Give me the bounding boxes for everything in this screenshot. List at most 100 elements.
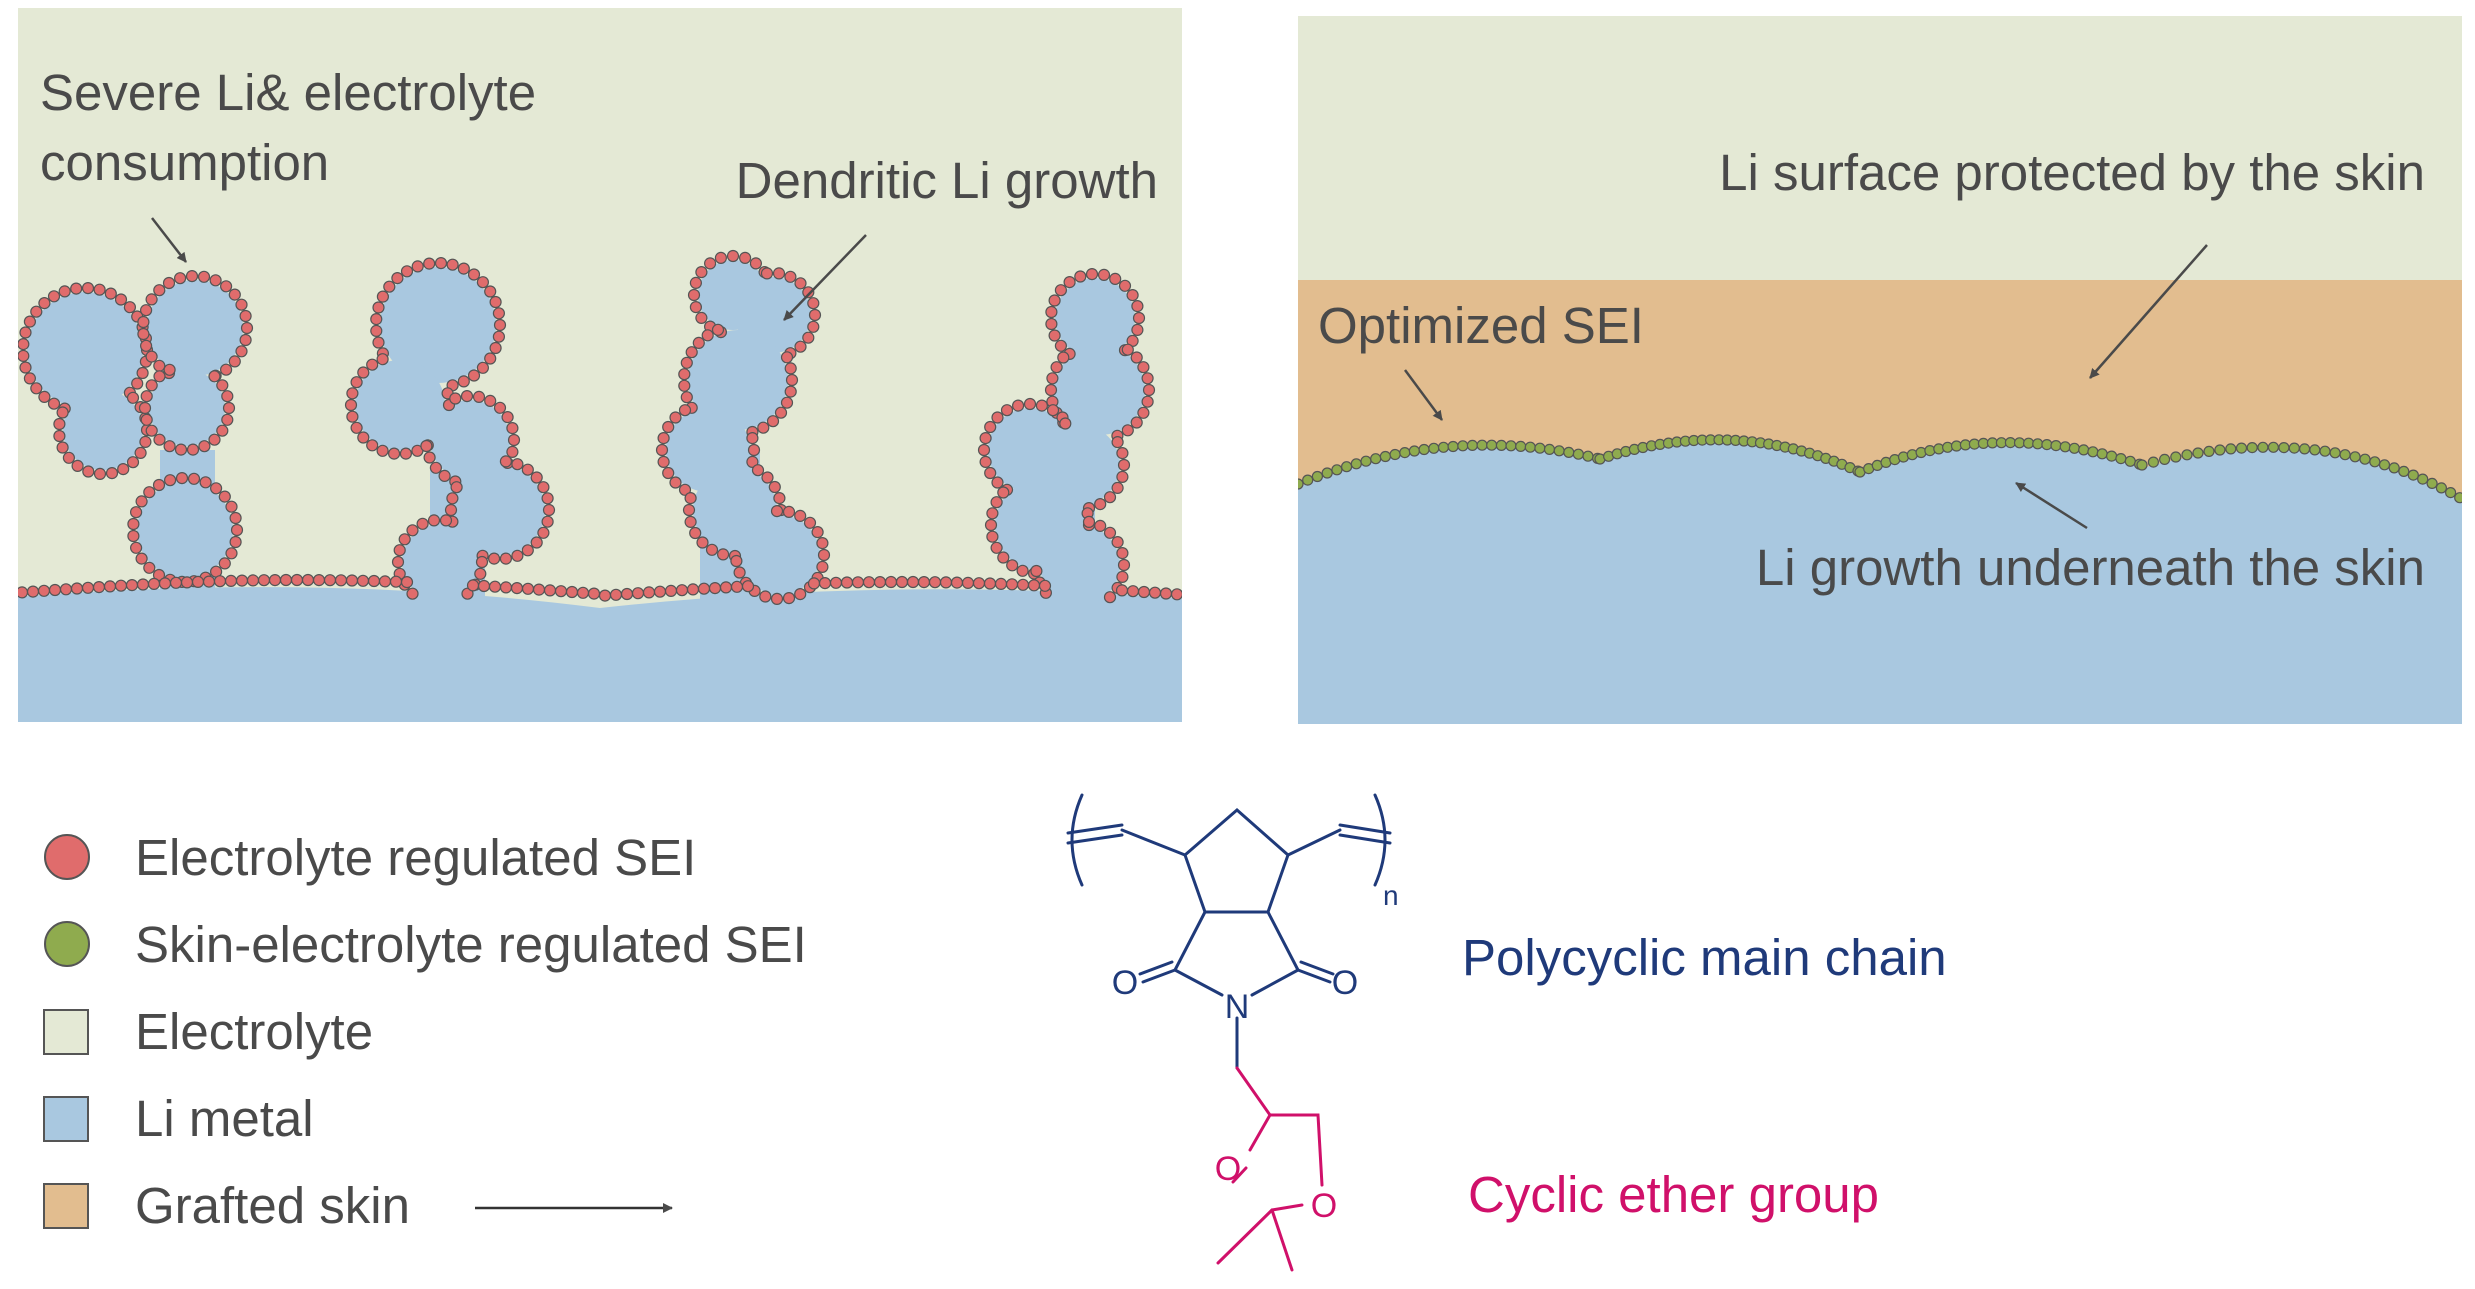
red-sei-bead-icon: [228, 355, 241, 368]
red-sei-bead-icon: [1057, 351, 1070, 364]
red-sei-bead-icon: [714, 251, 728, 264]
red-sei-bead-icon: [81, 581, 95, 594]
red-sei-bead-icon: [225, 500, 238, 513]
red-sei-bead-icon: [18, 338, 30, 351]
red-sei-bead-icon: [93, 467, 107, 480]
red-sei-swatch-icon: [44, 834, 90, 880]
red-sei-bead-icon: [153, 359, 166, 372]
red-sei-bead-icon: [747, 443, 761, 457]
green-sei-bead-icon: [2398, 465, 2410, 477]
red-sei-bead-icon: [1030, 564, 1043, 578]
red-sei-bead-icon: [541, 515, 554, 528]
red-sei-bead-icon: [1137, 406, 1150, 419]
red-sei-bead-icon: [114, 293, 128, 306]
red-sei-bead-icon: [689, 526, 702, 540]
red-sei-bead-icon: [979, 455, 992, 468]
red-sei-bead-icon: [653, 585, 667, 598]
red-sei-bead-icon: [1116, 470, 1129, 483]
red-sei-bead-icon: [1159, 587, 1173, 600]
red-sei-bead-icon: [145, 379, 158, 392]
red-sei-bead-icon: [37, 584, 51, 597]
growth-arrow: [2015, 481, 2088, 530]
legend-item-electrolyte-regulated-sei: Electrolyte regulated SEI: [44, 829, 696, 886]
red-sei-bead-icon: [598, 589, 612, 602]
red-sei-bead-icon: [140, 413, 153, 426]
green-sei-bead-icon: [2078, 444, 2090, 456]
red-sei-bead-icon: [991, 476, 1004, 489]
green-sei-bead-icon: [2267, 441, 2279, 453]
red-sei-bead-icon: [895, 575, 909, 589]
red-sei-bead-icon: [1137, 585, 1151, 599]
red-sei-bead-icon: [1130, 416, 1143, 429]
green-sei-bead-icon: [1331, 464, 1343, 476]
red-sei-bead-icon: [279, 573, 293, 587]
legend-item-grafted-skin: Grafted skin: [43, 1177, 673, 1234]
atom-o-left: O: [1112, 964, 1138, 1002]
red-sei-bead-icon: [228, 288, 241, 301]
green-sei-bead-icon: [2004, 437, 2017, 449]
red-sei-bead-icon: [1027, 579, 1041, 592]
red-sei-bead-icon: [997, 486, 1010, 499]
green-sei-bead-icon: [2181, 449, 2193, 461]
red-sei-bead-icon: [1109, 272, 1122, 285]
legend-label: Skin-electrolyte regulated SEI: [135, 916, 807, 973]
red-sei-bead-icon: [350, 376, 363, 389]
red-sei-bead-icon: [82, 465, 95, 478]
red-sei-bead-icon: [972, 577, 986, 590]
red-sei-bead-icon: [565, 585, 579, 599]
red-sei-bead-icon: [210, 482, 223, 495]
red-sei-bead-icon: [1005, 578, 1019, 591]
green-sei-bead-icon: [2022, 437, 2035, 449]
red-sei-bead-icon: [873, 575, 887, 589]
red-sei-bead-icon: [135, 552, 148, 565]
red-sei-bead-icon: [268, 573, 282, 587]
red-sei-bead-icon: [682, 503, 696, 517]
red-sei-bead-icon: [372, 301, 385, 314]
green-sei-bead-icon: [1543, 443, 1556, 455]
red-sei-bead-icon: [164, 474, 177, 487]
red-sei-bead-icon: [475, 555, 489, 569]
red-sei-bead-icon: [376, 353, 389, 366]
red-sei-bead-icon: [345, 574, 359, 587]
red-sei-bead-icon: [977, 443, 991, 457]
red-sei-bead-icon: [38, 297, 51, 310]
red-sei-bead-icon: [507, 433, 521, 447]
red-sei-bead-icon: [986, 530, 999, 543]
red-sei-bead-icon: [220, 363, 233, 376]
red-sei-bead-icon: [506, 445, 519, 458]
red-sei-bead-icon: [576, 586, 590, 599]
dendritic-li-metal: [18, 260, 1182, 722]
right-panel: Li surface protected by the skin Optimiz…: [1298, 16, 2462, 724]
red-sei-bead-icon: [816, 560, 829, 574]
repeat-unit-subscript: n: [1383, 880, 1399, 911]
red-sei-bead-icon: [678, 368, 691, 381]
red-sei-bead-icon: [774, 406, 788, 419]
green-sei-bead-icon: [2013, 437, 2026, 449]
red-sei-bead-icon: [1111, 436, 1124, 449]
green-sei-bead-icon: [2329, 447, 2341, 459]
red-sei-bead-icon: [784, 362, 797, 375]
red-sei-bead-icon: [393, 544, 406, 557]
red-sei-bead-icon: [680, 356, 693, 369]
red-sei-bead-icon: [506, 422, 519, 435]
red-sei-bead-icon: [145, 293, 158, 306]
green-sei-bead-icon: [1418, 443, 1430, 456]
red-sei-bead-icon: [1103, 591, 1117, 604]
red-sei-bead-icon: [705, 543, 719, 556]
red-sei-bead-icon: [461, 587, 474, 600]
green-sei-bead-icon: [1311, 470, 1324, 483]
red-sei-bead-icon: [225, 547, 238, 560]
legend-label: Electrolyte regulated SEI: [135, 829, 696, 886]
red-sei-bead-icon: [961, 576, 975, 590]
red-sei-bead-icon: [1011, 399, 1025, 412]
red-sei-bead-icon: [1045, 317, 1058, 331]
green-sei-bead-icon: [1302, 474, 1314, 486]
red-sei-bead-icon: [346, 410, 359, 423]
red-sei-bead-icon: [174, 272, 187, 285]
green-sei-bead-icon: [1437, 441, 1450, 453]
electrolyte-swatch-icon: [43, 1009, 89, 1055]
red-sei-bead-icon: [93, 283, 106, 296]
red-sei-bead-icon: [768, 480, 781, 494]
red-sei-bead-icon: [662, 420, 675, 434]
red-sei-bead-icon: [906, 575, 920, 589]
